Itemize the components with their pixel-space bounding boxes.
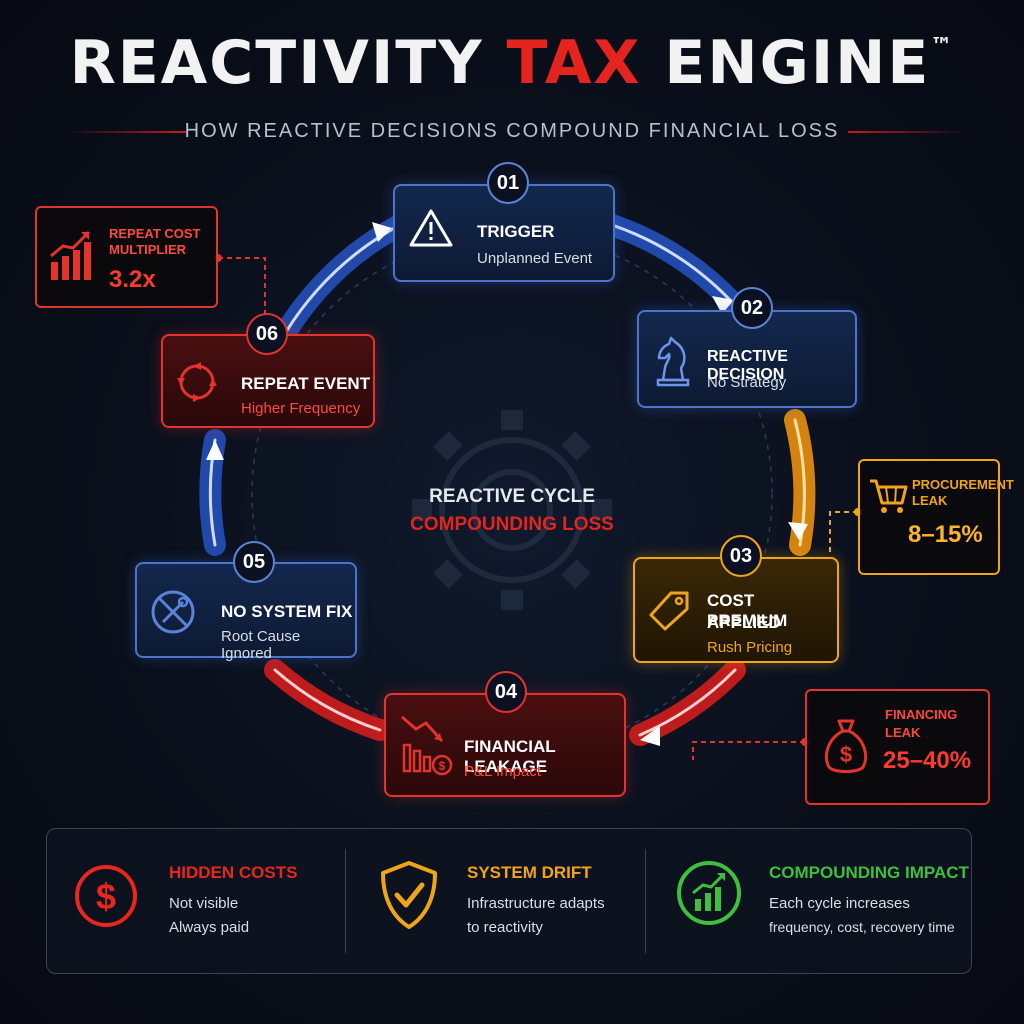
step-01-number: 01 bbox=[487, 162, 529, 204]
page-subtitle: HOW REACTIVE DECISIONS COMPOUND FINANCIA… bbox=[184, 120, 840, 142]
step-03-subtitle: Rush Pricing bbox=[707, 639, 793, 656]
step-04-subtitle: P&L Impact bbox=[464, 763, 541, 780]
shield-check-icon bbox=[381, 861, 437, 929]
step-05-subtitle: Root Cause Ignored bbox=[221, 628, 301, 662]
step-04-card[interactable]: $ FINANCIAL LEAKAGE P&L Impact bbox=[384, 693, 626, 797]
warning-icon bbox=[409, 209, 453, 247]
summary-system-drift-line1: Infrastructure adapts bbox=[467, 895, 605, 912]
title-part-2: TAX bbox=[506, 28, 642, 98]
step-03-title: COST PREMIUM bbox=[707, 591, 788, 630]
step-02-subtitle: No Strategy bbox=[707, 374, 787, 391]
summary-hidden-costs-line1: Not visible bbox=[169, 895, 239, 912]
gear-watermark-icon bbox=[412, 410, 612, 610]
step-06-number: 06 bbox=[246, 313, 288, 355]
no-tools-icon bbox=[151, 590, 195, 634]
summary-system-drift-line2: to reactivity bbox=[467, 919, 543, 936]
financing-leak-callout: $ FINANCING LEAK 25–40% bbox=[805, 689, 990, 805]
step-03-number: 03 bbox=[720, 535, 762, 577]
summary-system-drift-title: SYSTEM DRIFT bbox=[467, 863, 592, 882]
procurement-label-line2: LEAK bbox=[912, 493, 948, 508]
financing-label-line2: LEAK bbox=[885, 725, 921, 740]
summary-hidden-costs-title: HIDDEN COSTS bbox=[169, 863, 298, 882]
procurement-leak-callout: PROCUREMENT LEAK 8–15% bbox=[858, 459, 1014, 575]
svg-text:$: $ bbox=[439, 759, 446, 773]
rising-bar-chart-icon bbox=[50, 230, 91, 280]
step-05-number: 05 bbox=[233, 541, 275, 583]
repeat-cost-callout: REPEAT COST MULTIPLIER 3.2x bbox=[35, 206, 218, 308]
svg-text:$: $ bbox=[96, 876, 116, 917]
summary-compounding-line2: frequency, cost, recovery time bbox=[769, 919, 955, 935]
title-part-1: REACTIVITY bbox=[69, 28, 507, 98]
page-title: REACTIVITY TAX ENGINE™ bbox=[0, 28, 1024, 98]
step-01-title: TRIGGER bbox=[477, 222, 555, 241]
financing-value: 25–40% bbox=[883, 747, 972, 774]
svg-text:$: $ bbox=[840, 742, 852, 767]
summary-divider-1 bbox=[345, 849, 346, 953]
summary-divider-2 bbox=[645, 849, 646, 953]
growth-chart-icon bbox=[677, 861, 741, 925]
subtitle-line-right bbox=[848, 131, 968, 133]
repeat-cost-label-line2: MULTIPLIER bbox=[109, 242, 187, 257]
summary-compounding-title: COMPOUNDING IMPACT bbox=[769, 863, 969, 882]
cycle-arrows-icon bbox=[177, 362, 217, 402]
shopping-cart-icon bbox=[870, 479, 908, 513]
step-03-title-line2: APPLIED bbox=[707, 613, 781, 632]
chess-knight-icon bbox=[656, 336, 690, 387]
step-05-title: NO SYSTEM FIX bbox=[221, 602, 353, 621]
step-02-title: REACTIVE DECISION bbox=[707, 348, 788, 383]
summary-panel: $ HIDDEN COSTS Not visible Always paid S… bbox=[46, 828, 972, 974]
center-label-primary: REACTIVE CYCLE bbox=[429, 486, 595, 507]
dollar-circle-icon: $ bbox=[75, 865, 137, 927]
financing-label-line1: FINANCING bbox=[885, 707, 958, 722]
money-bag-icon: $ bbox=[824, 719, 868, 773]
declining-chart-icon: $ bbox=[401, 715, 453, 776]
center-label-secondary: COMPOUNDING LOSS bbox=[410, 514, 614, 535]
step-06-title: REPEAT EVENT bbox=[241, 374, 371, 393]
summary-compounding-line1: Each cycle increases bbox=[769, 895, 910, 912]
step-01-subtitle: Unplanned Event bbox=[477, 250, 593, 267]
step-06-subtitle: Higher Frequency bbox=[241, 400, 361, 417]
procurement-value: 8–15% bbox=[908, 521, 983, 548]
subtitle-line-left bbox=[66, 131, 186, 133]
title-part-3: ENGINE bbox=[641, 28, 931, 98]
price-tag-icon bbox=[649, 591, 689, 631]
step-02-number: 02 bbox=[731, 287, 773, 329]
step-06-card[interactable]: REPEAT EVENT Higher Frequency bbox=[161, 334, 375, 428]
summary-hidden-costs-line2: Always paid bbox=[169, 919, 250, 936]
procurement-label-line1: PROCUREMENT bbox=[912, 477, 1014, 492]
step-04-number: 04 bbox=[485, 671, 527, 713]
repeat-cost-value: 3.2x bbox=[109, 266, 156, 293]
step-04-title: FINANCIAL LEAKAGE bbox=[464, 737, 556, 776]
repeat-cost-label-line1: REPEAT COST bbox=[109, 226, 201, 241]
trademark-symbol: ™ bbox=[930, 34, 955, 59]
